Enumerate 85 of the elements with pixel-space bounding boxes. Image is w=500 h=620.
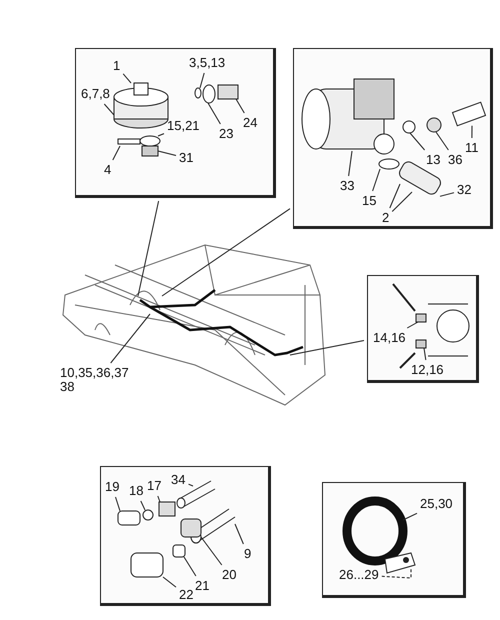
callout-number: 23 bbox=[219, 127, 234, 141]
callout-number: 15 bbox=[362, 194, 376, 208]
ring-drawing bbox=[378, 158, 400, 170]
leader-line bbox=[436, 132, 449, 150]
leader-line bbox=[157, 496, 160, 502]
washer-drawing bbox=[194, 88, 202, 98]
callout-number: 24 bbox=[243, 116, 258, 130]
leader-line bbox=[424, 348, 426, 360]
inset-panel bbox=[367, 275, 479, 383]
callout-number: 17 bbox=[147, 479, 162, 493]
housing-drawing bbox=[114, 82, 168, 128]
nut-drawing bbox=[158, 502, 176, 516]
clamp-tab-drawing bbox=[384, 552, 416, 574]
banjo-fitting-drawing bbox=[118, 136, 160, 146]
leader-line bbox=[184, 556, 196, 576]
callout-number: 31 bbox=[179, 151, 194, 165]
leader-line bbox=[208, 102, 221, 124]
ring-drawing bbox=[142, 510, 154, 520]
callout-number: 19 bbox=[105, 480, 120, 494]
leader-line bbox=[200, 536, 222, 566]
banjo-eye-drawing bbox=[202, 84, 216, 104]
leader-line bbox=[104, 104, 114, 116]
leader-line bbox=[122, 73, 132, 84]
leader-line bbox=[115, 496, 120, 512]
callout-number: 22 bbox=[179, 588, 194, 602]
callout-number: 3,5,13 bbox=[189, 56, 226, 70]
callout-number: 32 bbox=[457, 183, 472, 197]
callout-number: 21 bbox=[195, 579, 210, 593]
nut-drawing bbox=[142, 146, 158, 156]
leader-line bbox=[392, 192, 412, 212]
leader-line bbox=[471, 125, 472, 138]
callout-number: 20 bbox=[222, 568, 236, 582]
leader-line bbox=[236, 98, 245, 114]
leader-line bbox=[188, 484, 194, 486]
leader-line bbox=[162, 208, 290, 296]
clamp-drawing bbox=[342, 496, 408, 566]
leader-line bbox=[381, 568, 412, 579]
leader-line bbox=[158, 133, 164, 136]
leader-line bbox=[402, 512, 418, 520]
callout-number: 9 bbox=[244, 547, 252, 561]
leader-line bbox=[372, 168, 380, 192]
callout-number: 33 bbox=[340, 179, 354, 193]
leader-line bbox=[200, 72, 205, 88]
callout-number: 4 bbox=[104, 163, 112, 177]
callout-number: 1 bbox=[113, 59, 120, 73]
leader-line bbox=[162, 576, 176, 588]
callout-number: 2 bbox=[382, 211, 390, 225]
callout-number: 15,21 bbox=[167, 119, 200, 133]
fitting-drawing bbox=[416, 314, 426, 322]
sleeve-drawing bbox=[172, 544, 186, 558]
leader-line bbox=[140, 500, 146, 510]
cap-drawing bbox=[426, 118, 442, 132]
callout-number: 34 bbox=[171, 473, 186, 487]
inset-panel bbox=[75, 48, 276, 198]
leader-line bbox=[348, 150, 352, 176]
leader-line bbox=[410, 132, 426, 150]
leader-line bbox=[234, 524, 244, 544]
callout-number: 36 bbox=[448, 153, 462, 167]
fitting-drawing bbox=[130, 552, 164, 578]
callout-number: 14,16 bbox=[373, 331, 406, 345]
washer-drawing bbox=[402, 120, 416, 134]
leader-line bbox=[158, 150, 176, 156]
fitting-drawing bbox=[118, 510, 140, 526]
leader-line bbox=[389, 184, 400, 208]
nut-drawing bbox=[218, 84, 238, 100]
callout-number: 12,16 bbox=[411, 363, 444, 377]
callout-number: 6,7,8 bbox=[81, 87, 110, 101]
leader-line bbox=[440, 192, 454, 197]
inset-panel bbox=[293, 48, 493, 229]
callout-number: 18 bbox=[129, 484, 144, 498]
callout-number: 25,30 bbox=[420, 497, 453, 511]
callout-number: 11 bbox=[465, 141, 478, 155]
leader-line bbox=[110, 314, 150, 364]
inset-panel bbox=[100, 466, 271, 606]
fitting-drawing bbox=[416, 340, 426, 348]
leader-line bbox=[290, 340, 364, 356]
callout-number: 13 bbox=[426, 153, 440, 167]
leader-line bbox=[138, 200, 160, 296]
nut-drawing bbox=[180, 518, 202, 538]
callout-number: 26...29 bbox=[339, 568, 379, 582]
inset-panel bbox=[322, 482, 466, 598]
callout-number: 10,35,36,37 38 bbox=[60, 366, 134, 394]
housing-drawing bbox=[302, 78, 394, 154]
leader-line bbox=[112, 146, 120, 160]
leader-line bbox=[406, 322, 418, 328]
